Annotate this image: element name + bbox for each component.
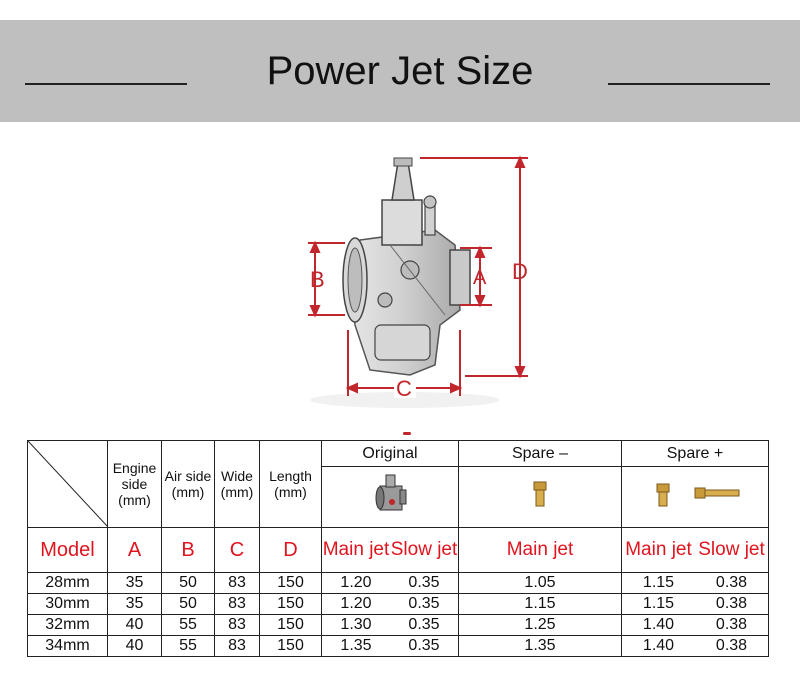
cell-spare-plus-main: 1.15 xyxy=(642,574,675,591)
main-jet-thumbnail xyxy=(533,481,547,506)
cell-d: 150 xyxy=(259,572,322,594)
cell-model: 34mm xyxy=(27,635,108,657)
cell-d: 150 xyxy=(259,614,322,636)
cell-original: 1.35 0.35 xyxy=(321,635,459,657)
carburetor-illustration: B A D C xyxy=(308,155,528,408)
cell-d: 150 xyxy=(259,593,322,615)
label-spare-minus-main-jet: Main jet xyxy=(458,527,622,573)
spare-minus-image-cell xyxy=(458,466,622,528)
label-model: Model xyxy=(27,527,108,573)
cell-spare-minus-main: 1.15 xyxy=(458,593,622,615)
jets-thumbnail xyxy=(656,483,740,506)
cell-original-main: 1.20 xyxy=(340,595,372,612)
cell-b: 50 xyxy=(161,572,215,594)
cell-spare-minus-main: 1.25 xyxy=(458,614,622,636)
red-marker xyxy=(403,432,411,435)
original-carb-image-cell xyxy=(321,466,459,528)
dimension-d xyxy=(420,155,528,379)
label-original-main-jet: Main jet xyxy=(322,539,390,560)
label-col-a: A xyxy=(107,527,162,573)
spare-plus-image-cell xyxy=(621,466,769,528)
label-original-jets: Main jet Slow jet xyxy=(321,527,459,573)
dimension-b xyxy=(308,240,345,318)
label-original-slow-jet: Slow jet xyxy=(390,539,458,560)
table-row: 28mm 35 50 83 150 1.20 0.35 1.05 1.15 0.… xyxy=(27,572,769,594)
cell-original-slow: 0.35 xyxy=(408,637,440,654)
cell-model: 28mm xyxy=(27,572,108,594)
cell-spare-plus: 1.40 0.38 xyxy=(621,635,769,657)
title-banner: Power Jet Size xyxy=(0,20,800,122)
diagonal-line xyxy=(28,441,108,527)
header-air-side: Air side (mm) xyxy=(161,440,215,528)
cell-original: 1.30 0.35 xyxy=(321,614,459,636)
diagonal-header-cell xyxy=(27,440,108,528)
table-row: 34mm 40 55 83 150 1.35 0.35 1.35 1.40 0.… xyxy=(27,635,769,657)
cell-spare-plus-main: 1.40 xyxy=(642,616,675,633)
cell-a: 35 xyxy=(107,572,162,594)
cell-spare-plus: 1.15 0.38 xyxy=(621,593,769,615)
table-row: 30mm 35 50 83 150 1.20 0.35 1.15 1.15 0.… xyxy=(27,593,769,615)
cell-spare-plus: 1.40 0.38 xyxy=(621,614,769,636)
cell-spare-plus-main: 1.15 xyxy=(642,595,675,612)
header-spare-plus: Spare + xyxy=(621,440,769,467)
cell-b: 55 xyxy=(161,635,215,657)
cell-b: 55 xyxy=(161,614,215,636)
label-col-d: D xyxy=(259,527,322,573)
cell-a: 35 xyxy=(107,593,162,615)
cell-spare-minus-main: 1.05 xyxy=(458,572,622,594)
label-spare-plus-jets: Main jet Slow jet xyxy=(621,527,769,573)
cell-spare-plus: 1.15 0.38 xyxy=(621,572,769,594)
label-col-b: B xyxy=(161,527,215,573)
carburetor-diagram: B A D C xyxy=(290,150,550,410)
cell-original-main: 1.30 xyxy=(340,616,372,633)
label-d: D xyxy=(512,259,528,284)
label-spare-plus-slow-jet: Slow jet xyxy=(698,539,765,560)
jet-size-table: Engine side (mm) Air side (mm) Wide (mm)… xyxy=(27,440,769,657)
page-title: Power Jet Size xyxy=(266,49,534,93)
cell-original-main: 1.35 xyxy=(340,637,372,654)
cell-model: 32mm xyxy=(27,614,108,636)
cell-spare-plus-slow: 0.38 xyxy=(715,595,748,612)
header-original: Original xyxy=(321,440,459,467)
cell-spare-plus-slow: 0.38 xyxy=(715,616,748,633)
header-spare-minus: Spare – xyxy=(458,440,622,467)
cell-a: 40 xyxy=(107,614,162,636)
cell-c: 83 xyxy=(214,572,260,594)
cell-d: 150 xyxy=(259,635,322,657)
cell-original-slow: 0.35 xyxy=(408,595,440,612)
cell-spare-plus-slow: 0.38 xyxy=(715,574,748,591)
header-length: Length (mm) xyxy=(259,440,322,528)
label-b: B xyxy=(310,267,325,292)
cell-spare-minus-main: 1.35 xyxy=(458,635,622,657)
label-a: A xyxy=(473,267,487,289)
header-wide: Wide (mm) xyxy=(214,440,260,528)
banner-divider-left xyxy=(25,83,187,85)
table-label-row: Model A B C D Main jet Slow jet Main jet… xyxy=(27,527,769,573)
header-engine-side: Engine side (mm) xyxy=(107,440,162,528)
cell-original: 1.20 0.35 xyxy=(321,572,459,594)
label-spare-plus-main-jet: Main jet xyxy=(625,539,692,560)
table-image-row xyxy=(28,466,769,528)
cell-spare-plus-slow: 0.38 xyxy=(715,637,748,654)
cell-original-slow: 0.35 xyxy=(408,574,440,591)
cell-a: 40 xyxy=(107,635,162,657)
cell-b: 50 xyxy=(161,593,215,615)
table-header-row: Engine side (mm) Air side (mm) Wide (mm)… xyxy=(27,440,769,528)
banner-divider-right xyxy=(608,83,770,85)
label-c: C xyxy=(396,376,412,401)
cell-original-main: 1.20 xyxy=(340,574,372,591)
table-row: 32mm 40 55 83 150 1.30 0.35 1.25 1.40 0.… xyxy=(27,614,769,636)
cell-c: 83 xyxy=(214,614,260,636)
cell-c: 83 xyxy=(214,635,260,657)
carburetor-thumbnail xyxy=(375,474,407,510)
cell-model: 30mm xyxy=(27,593,108,615)
cell-original: 1.20 0.35 xyxy=(321,593,459,615)
label-col-c: C xyxy=(214,527,260,573)
cell-spare-plus-main: 1.40 xyxy=(642,637,675,654)
cell-c: 83 xyxy=(214,593,260,615)
dimension-a xyxy=(460,245,492,308)
cell-original-slow: 0.35 xyxy=(408,616,440,633)
